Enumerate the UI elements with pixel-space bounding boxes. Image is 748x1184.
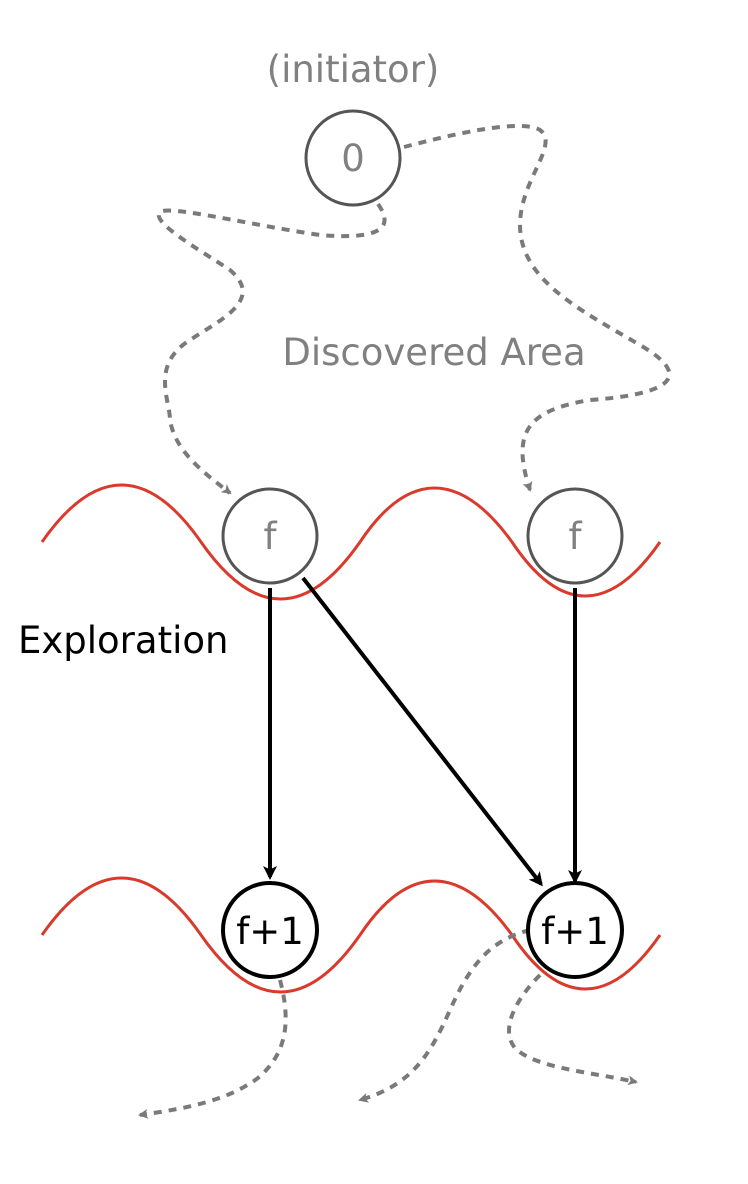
node-initiator-label: 0 <box>341 137 365 180</box>
dashed-path-right-next-out-right <box>507 973 638 1086</box>
dashed-path-initiator-to-right-f <box>403 123 672 492</box>
discovered-area-label: Discovered Area <box>282 331 585 374</box>
node-next-left-label: f+1 <box>236 910 304 953</box>
node-frontier-left: f <box>221 487 319 585</box>
edge-left-f-to-right-next <box>301 576 543 887</box>
frontier-wave-f <box>40 483 662 601</box>
dashed-path-initiator-to-left-f <box>156 202 387 495</box>
dashed-path-left-next-out <box>138 979 288 1119</box>
node-next-right-label: f+1 <box>541 910 609 953</box>
node-next-right: f+1 <box>526 881 624 979</box>
frontier-wave-f-plus-1 <box>40 876 662 994</box>
dashed-path-right-next-out-left <box>358 928 531 1103</box>
node-frontier-right-label: f <box>568 515 582 558</box>
node-initiator: 0 <box>304 109 402 207</box>
initiator-label: (initiator) <box>267 48 440 91</box>
node-next-left: f+1 <box>221 881 319 979</box>
exploration-label: Exploration <box>18 619 228 662</box>
node-frontier-right: f <box>526 487 624 585</box>
node-frontier-left-label: f <box>263 515 277 558</box>
